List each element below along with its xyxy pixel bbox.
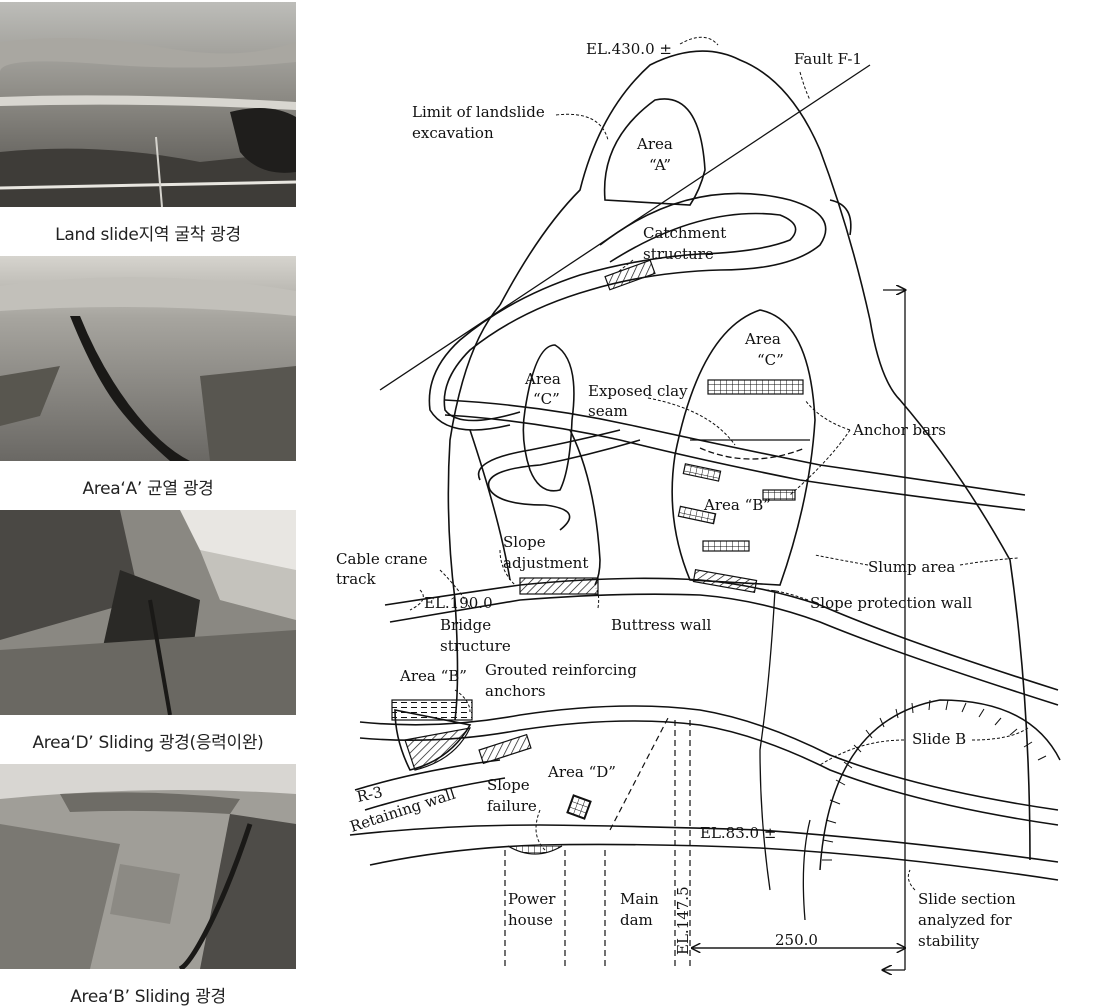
slope-failure-hatch	[507, 845, 563, 855]
grouted-anchors	[391, 699, 473, 721]
label-slide-section: Slide section	[918, 890, 1016, 908]
structures	[391, 259, 804, 855]
label-area-b: Area “B”	[703, 496, 771, 514]
photo-caption: Area‘D’ Sliding 광경(응력이완)	[32, 733, 264, 753]
photo-area-d-sliding	[0, 510, 296, 715]
label-powerhouse: house	[508, 911, 553, 929]
label-clay-seam: Exposed clay	[588, 382, 688, 400]
label-grouted: Grouted reinforcing	[485, 661, 637, 679]
photo-caption: Area‘A’ 균열 광경	[82, 479, 214, 499]
photo-area-a-crack	[0, 256, 296, 461]
label-slide-section: stability	[918, 932, 980, 950]
label-area-d: Area “D”	[547, 763, 616, 781]
anchor-grid-b2	[762, 489, 796, 501]
label-slope-failure: failure	[487, 797, 537, 815]
label-area-a: “A”	[649, 156, 671, 174]
label-el83: EL.83.0 ±	[700, 824, 776, 842]
label-slope-failure: Slope	[487, 776, 530, 794]
area-d-failure	[566, 794, 592, 820]
buttress-wall	[519, 577, 599, 595]
leader-lines	[409, 36, 1029, 891]
label-el147: EL.147.5	[674, 886, 692, 955]
anchor-grid-c	[707, 379, 804, 395]
label-slope-adjustment: adjustment	[503, 554, 588, 572]
label-r3: R-3	[355, 783, 384, 806]
retaining-wall	[478, 733, 532, 765]
diagram-labels: EL.430.0 ± Fault F-1 Limit of landslide …	[336, 40, 1016, 955]
label-limit: excavation	[412, 124, 494, 142]
slope-protection-wall	[692, 569, 758, 593]
label-dim-250: 250.0	[775, 931, 818, 949]
photo-area-b-sliding	[0, 764, 296, 969]
label-el430: EL.430.0 ±	[586, 40, 672, 58]
label-main-dam: dam	[620, 911, 653, 929]
label-cable-crane: Cable crane	[336, 550, 428, 568]
label-area-c: “C”	[757, 351, 784, 369]
label-grouted: anchors	[485, 682, 546, 700]
label-buttress: Buttress wall	[611, 616, 712, 634]
label-catchment: structure	[643, 245, 714, 263]
label-slump: Slump area	[868, 558, 955, 576]
label-slope-protection: Slope protection wall	[810, 594, 972, 612]
photo-landslide-excavation	[0, 2, 296, 207]
label-cable-crane: track	[336, 570, 377, 588]
label-main-dam: Main	[620, 890, 659, 908]
label-anchor-bars: Anchor bars	[852, 421, 946, 439]
label-area-c-small: Area	[524, 370, 561, 388]
anchor-grid-b1	[682, 463, 722, 482]
label-area-c-small: “C”	[533, 390, 560, 408]
diagram-linework	[349, 50, 1061, 970]
landslide-site-plan-diagram: EL.430.0 ± Fault F-1 Limit of landslide …	[336, 36, 1061, 1006]
anchor-grid-b3	[677, 505, 717, 525]
label-slide-section: analyzed for	[918, 911, 1013, 929]
label-area-c: Area	[744, 330, 781, 348]
photo-caption: Land slide지역 굴착 광경	[55, 225, 241, 245]
label-catchment: Catchment	[643, 224, 726, 242]
label-limit: Limit of landslide	[412, 103, 545, 121]
photo-caption: Area‘B’ Sliding 광경	[70, 987, 226, 1007]
label-fault: Fault F-1	[794, 50, 862, 68]
label-el190: EL.190.0	[424, 594, 493, 612]
label-bridge: structure	[440, 637, 511, 655]
area-b-left-hatch	[404, 727, 472, 771]
slide-b-ticks	[822, 699, 1047, 861]
label-clay-seam: seam	[588, 402, 628, 420]
label-slide-b: Slide B	[912, 730, 966, 748]
label-powerhouse: Power	[508, 890, 556, 908]
label-area-b-left: Area “B”	[399, 667, 467, 685]
anchor-grid-b4	[702, 540, 750, 552]
catchment-structure	[604, 259, 656, 291]
label-area-a: Area	[636, 135, 673, 153]
label-slope-adjustment: Slope	[503, 533, 546, 551]
label-bridge: Bridge	[440, 616, 491, 634]
